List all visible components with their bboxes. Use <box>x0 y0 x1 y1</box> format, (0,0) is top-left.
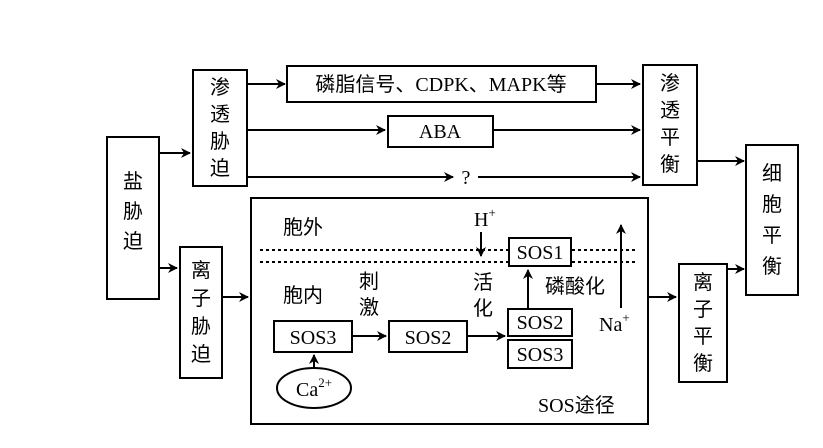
complex-sos3-label: SOS3 <box>517 344 564 366</box>
osmotic-balance-char-1: 渗 <box>660 71 680 95</box>
ca-ion-label: Ca2+ <box>296 375 332 401</box>
sos-pathway: 胞外 胞内 H+ SOS1 活 化 磷酸化 Na+ 刺 激 SOS3 SOS2 … <box>250 197 649 425</box>
ionic-stress-char-4: 迫 <box>191 342 211 366</box>
cell-balance-char-4: 衡 <box>762 254 782 278</box>
osmotic-balance-box <box>642 64 698 186</box>
ionic-stress-char-2: 子 <box>191 286 211 310</box>
activate-char-1: 活 <box>473 270 493 294</box>
complex-sos3-box <box>507 339 573 369</box>
osmotic-stress-char-1: 渗 <box>210 75 230 99</box>
ion-balance-char-2: 子 <box>693 297 713 321</box>
ionic-stress-char-3: 胁 <box>191 314 211 338</box>
ion-balance-box <box>678 263 728 383</box>
osmotic-stress-char-3: 胁 <box>210 129 230 153</box>
stimulate-char-2: 激 <box>359 295 379 319</box>
cell-balance-char-2: 胞 <box>762 192 782 216</box>
ion-balance-char-4: 衡 <box>693 351 713 375</box>
sos3-box <box>273 320 353 353</box>
osmotic-balance-char-4: 衡 <box>660 152 680 176</box>
sos2-label: SOS2 <box>405 327 452 349</box>
complex-sos2-label: SOS2 <box>517 312 564 334</box>
signals-box <box>286 65 597 103</box>
phosphorylate-label: 磷酸化 <box>545 274 605 298</box>
connectors <box>159 79 745 302</box>
sos1-label: SOS1 <box>517 242 564 264</box>
aba-label: ABA <box>419 121 462 143</box>
salt-stress-char-1: 盐 <box>123 169 143 193</box>
salt-stress-char-3: 迫 <box>123 229 143 253</box>
inside-label: 胞内 <box>283 283 323 307</box>
signals-label: 磷脂信号、CDPK、MAPK等 <box>315 73 566 96</box>
aba-box <box>387 115 494 148</box>
unknown-label: ? <box>462 167 471 189</box>
osmotic-balance-char-3: 平 <box>660 125 680 149</box>
outside-label: 胞外 <box>283 215 323 239</box>
ion-balance-char-1: 离 <box>693 270 713 294</box>
osmotic-balance-char-2: 透 <box>660 98 680 122</box>
cell-balance-box <box>745 144 799 296</box>
salt-stress-char-2: 胁 <box>123 199 143 223</box>
sos1-box <box>508 237 572 267</box>
osmotic-stress-char-2: 透 <box>210 102 230 126</box>
ionic-stress-box <box>179 246 223 379</box>
sos-pathway-label: SOS途径 <box>538 394 615 417</box>
cell-balance-char-1: 细 <box>762 161 782 185</box>
cell-balance-char-3: 平 <box>762 223 782 247</box>
ionic-stress-char-1: 离 <box>191 258 211 282</box>
osmotic-stress-box <box>192 69 248 187</box>
ion-balance-char-3: 平 <box>693 324 713 348</box>
h-ion-label: H+ <box>474 205 496 231</box>
activate-char-2: 化 <box>473 296 493 320</box>
stimulate-char-1: 刺 <box>359 269 379 293</box>
osmotic-stress-char-4: 迫 <box>210 156 230 180</box>
sos3-label: SOS3 <box>290 327 337 349</box>
na-ion-label: Na+ <box>599 310 630 336</box>
complex-sos2-box <box>507 308 573 337</box>
salt-stress-box <box>106 136 160 300</box>
